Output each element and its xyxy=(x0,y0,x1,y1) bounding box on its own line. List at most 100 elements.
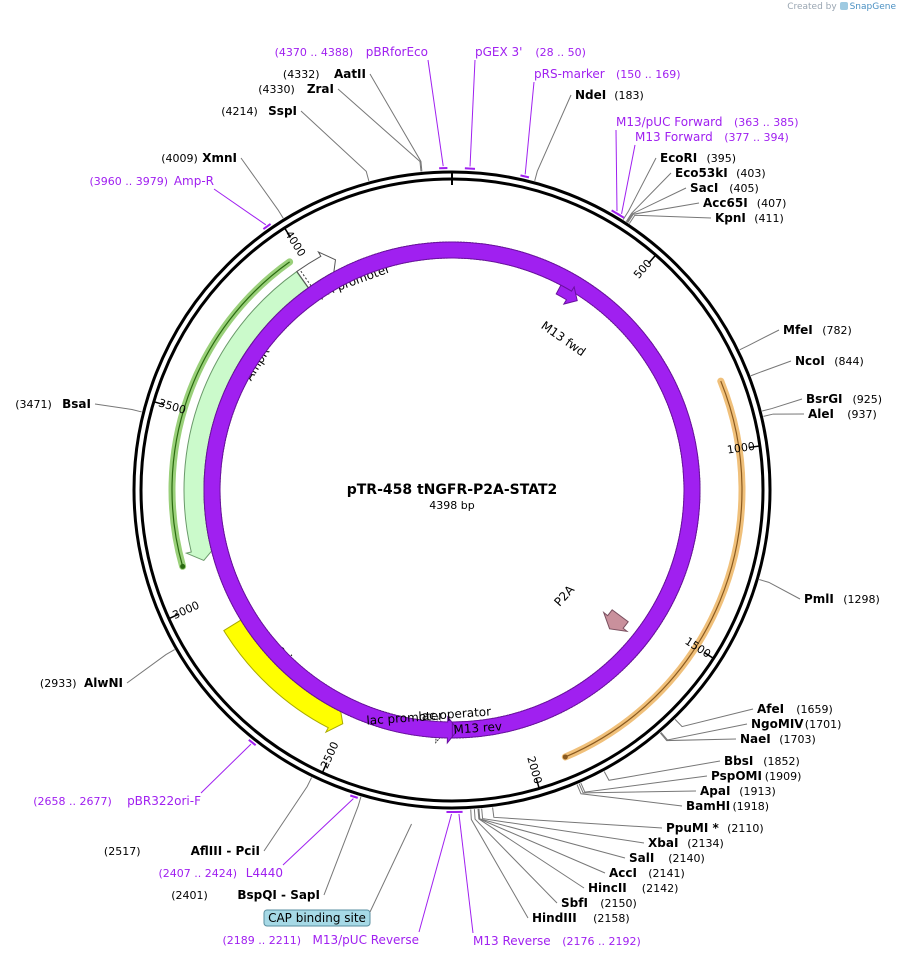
primer-leader-m13-puc-forward xyxy=(615,129,618,212)
watermark-prefix: Created by xyxy=(787,2,837,12)
enzyme-bspqi-sapi[interactable]: BspQI - SapI(2401) xyxy=(171,888,320,902)
enzyme-bsai[interactable]: BsaI(3471) xyxy=(15,397,91,411)
tick-mark-4000 xyxy=(283,227,292,238)
enzyme-bamhi[interactable]: BamHI(1918) xyxy=(686,799,769,813)
primer-pgex-3[interactable]: pGEX 3'(28 .. 50) xyxy=(475,45,586,59)
primer-pbr322ori-f[interactable]: pBR322ori-F(2658 .. 2677) xyxy=(33,794,201,808)
enzyme-pos-mfei: (782) xyxy=(822,324,852,337)
leader-ppumi xyxy=(492,807,663,829)
enzyme-ncoi[interactable]: NcoI(844) xyxy=(795,354,864,368)
leader-ndei xyxy=(534,94,572,182)
enzyme-eco53ki[interactable]: Eco53kI(403) xyxy=(675,166,766,180)
enzyme-pmli[interactable]: PmlI(1298) xyxy=(804,592,880,606)
primer-m13-puc-forward[interactable]: M13/pUC Forward(363 .. 385) xyxy=(616,115,799,129)
enzyme-afei[interactable]: AfeI(1659) xyxy=(757,702,833,716)
enzyme-hincii[interactable]: HincII(2142) xyxy=(588,881,678,895)
leader-ngomiv xyxy=(660,723,748,741)
feature-m13-fwd[interactable] xyxy=(555,284,578,305)
enzyme-name-pmli: PmlI xyxy=(804,592,834,606)
enzyme-name-ncoi: NcoI xyxy=(795,354,825,368)
enzyme-pspomi[interactable]: PspOMI(1909) xyxy=(711,769,801,783)
cap-binding-site-box[interactable] xyxy=(263,909,371,927)
leader-ncoi xyxy=(750,360,792,377)
primer-amp-r[interactable]: Amp-R(3960 .. 3979) xyxy=(89,174,214,188)
enzyme-ndei[interactable]: NdeI(183) xyxy=(575,88,644,102)
enzyme-pos-xbai: (2134) xyxy=(687,837,724,850)
leader-hincii xyxy=(477,808,585,889)
enzyme-mfei[interactable]: MfeI(782) xyxy=(783,323,852,337)
primer-leader-pbrforeco xyxy=(427,59,444,167)
leader-apai xyxy=(578,783,697,794)
primer-m13-forward[interactable]: M13 Forward(377 .. 394) xyxy=(635,130,789,144)
enzyme-pos-hindiii: (2158) xyxy=(593,912,630,925)
enzyme-ngomiv[interactable]: NgoMIV(1701) xyxy=(751,717,841,731)
primer-m13-reverse[interactable]: M13 Reverse(2176 .. 2192) xyxy=(473,934,641,948)
enzyme-name-ecori: EcoRI xyxy=(660,151,697,165)
enzyme-ppumi[interactable]: PpuMI *(2110) xyxy=(666,821,764,835)
enzyme-apai[interactable]: ApaI(1913) xyxy=(700,784,776,798)
enzyme-pos-ecori: (395) xyxy=(707,152,737,165)
snapgene-logo-icon xyxy=(839,2,848,10)
leader-bbsi xyxy=(603,760,721,781)
enzyme-sali[interactable]: SalI(2140) xyxy=(629,851,705,865)
leader-bsrgi xyxy=(761,398,803,412)
primer-m13-puc-reverse[interactable]: M13/pUC Reverse(2189 .. 2211) xyxy=(222,933,419,947)
enzyme-pos-pspomi: (1909) xyxy=(765,770,802,783)
primer-leader-m13-puc-reverse xyxy=(418,813,453,933)
enzyme-bbsi[interactable]: BbsI(1852) xyxy=(724,754,800,768)
feature-label-lac-promoter: lac promoter xyxy=(366,708,444,727)
enzyme-name-ndei: NdeI xyxy=(575,88,606,102)
enzyme-sspi[interactable]: SspI(4214) xyxy=(221,104,297,118)
leader-sbfi xyxy=(473,809,558,904)
leader-eco53ki xyxy=(625,172,672,222)
enzyme-ecori[interactable]: EcoRI (395) xyxy=(660,151,736,165)
enzyme-kpni[interactable]: KpnI(411) xyxy=(715,211,784,225)
enzyme-pos-sspi: (4214) xyxy=(221,105,258,118)
enzyme-naei[interactable]: NaeI(1703) xyxy=(740,732,816,746)
enzyme-xmni[interactable]: XmnI(4009) xyxy=(161,151,237,165)
feature-p2a[interactable] xyxy=(602,609,629,633)
feature-ori[interactable] xyxy=(223,619,344,734)
tick-label-3000: 3000 xyxy=(171,599,202,622)
enzyme-sbfi[interactable]: SbfI(2150) xyxy=(561,896,637,910)
primer-leader-amp-r xyxy=(213,188,267,226)
enzyme-pos-bsrgi: (925) xyxy=(853,393,883,406)
leader-saci xyxy=(626,187,687,223)
enzyme-acc65i[interactable]: Acc65I(407) xyxy=(703,196,786,210)
primer-l4440[interactable]: L4440(2407 .. 2424) xyxy=(158,866,283,880)
primer-leader-pgex-3 xyxy=(469,59,476,167)
primer-range-m13-forward: (377 .. 394) xyxy=(724,131,789,144)
enzyme-name-afliii-pcii: AflIII - PciI xyxy=(191,844,260,858)
enzyme-name-xbai: XbaI xyxy=(648,836,678,850)
feature-m13-rev[interactable] xyxy=(203,241,701,745)
enzyme-hindiii[interactable]: HindIII(2158) xyxy=(532,911,630,925)
enzyme-pos-eco53ki: (403) xyxy=(736,167,766,180)
enzyme-name-ngomiv: NgoMIV xyxy=(751,717,804,731)
enzyme-xbai[interactable]: XbaI (2134) xyxy=(648,836,724,850)
cap-leader xyxy=(369,823,412,913)
leader-sspi xyxy=(300,110,370,182)
enzyme-alei[interactable]: AleI(937) xyxy=(808,407,877,421)
enzyme-aatii[interactable]: AatII(4332) xyxy=(283,67,366,81)
enzyme-alwni[interactable]: AlwNI(2933) xyxy=(40,676,123,690)
enzyme-pos-ppumi: (2110) xyxy=(727,822,764,835)
enzyme-pos-afliii-pcii: (2517) xyxy=(104,845,141,858)
orf-arc-0[interactable] xyxy=(561,377,746,761)
primer-prs-marker[interactable]: pRS-marker(150 .. 169) xyxy=(534,67,681,81)
leader-afliii-pcii xyxy=(263,777,313,852)
enzyme-bsrgi[interactable]: BsrGI(925) xyxy=(806,392,882,406)
tick-mark-3500 xyxy=(153,400,165,406)
enzyme-saci[interactable]: SacI(405) xyxy=(690,181,759,195)
primer-range-pgex-3: (28 .. 50) xyxy=(535,46,586,59)
enzyme-afliii-pcii[interactable]: AflIII - PciI (2517) xyxy=(104,844,260,858)
leader-pspomi xyxy=(580,775,708,793)
enzyme-pos-hincii: (2142) xyxy=(642,882,679,895)
enzyme-name-sbfi: SbfI xyxy=(561,896,588,910)
leader-layer xyxy=(94,59,805,934)
enzyme-acci[interactable]: AccI(2141) xyxy=(609,866,685,880)
primer-pbrforeco[interactable]: pBRforEco(4370 .. 4388) xyxy=(275,45,428,59)
primer-name-m13-puc-reverse: M13/pUC Reverse xyxy=(313,933,420,947)
enzyme-zrai[interactable]: ZraI(4330) xyxy=(258,82,334,96)
primer-range-amp-r: (3960 .. 3979) xyxy=(89,175,168,188)
